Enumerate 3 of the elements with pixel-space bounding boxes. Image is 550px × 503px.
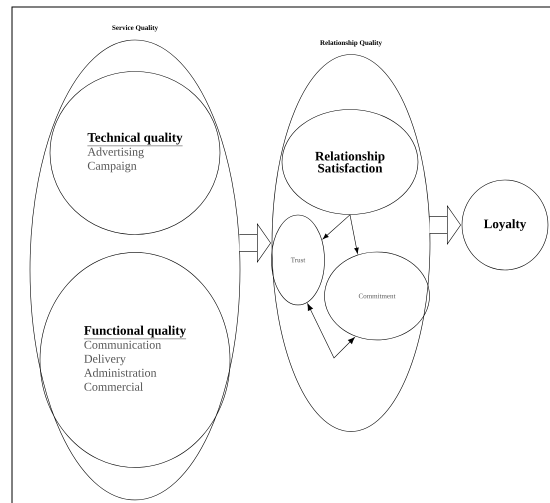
arrow [322, 214, 350, 240]
arrow [350, 214, 359, 254]
arrow [307, 303, 355, 358]
